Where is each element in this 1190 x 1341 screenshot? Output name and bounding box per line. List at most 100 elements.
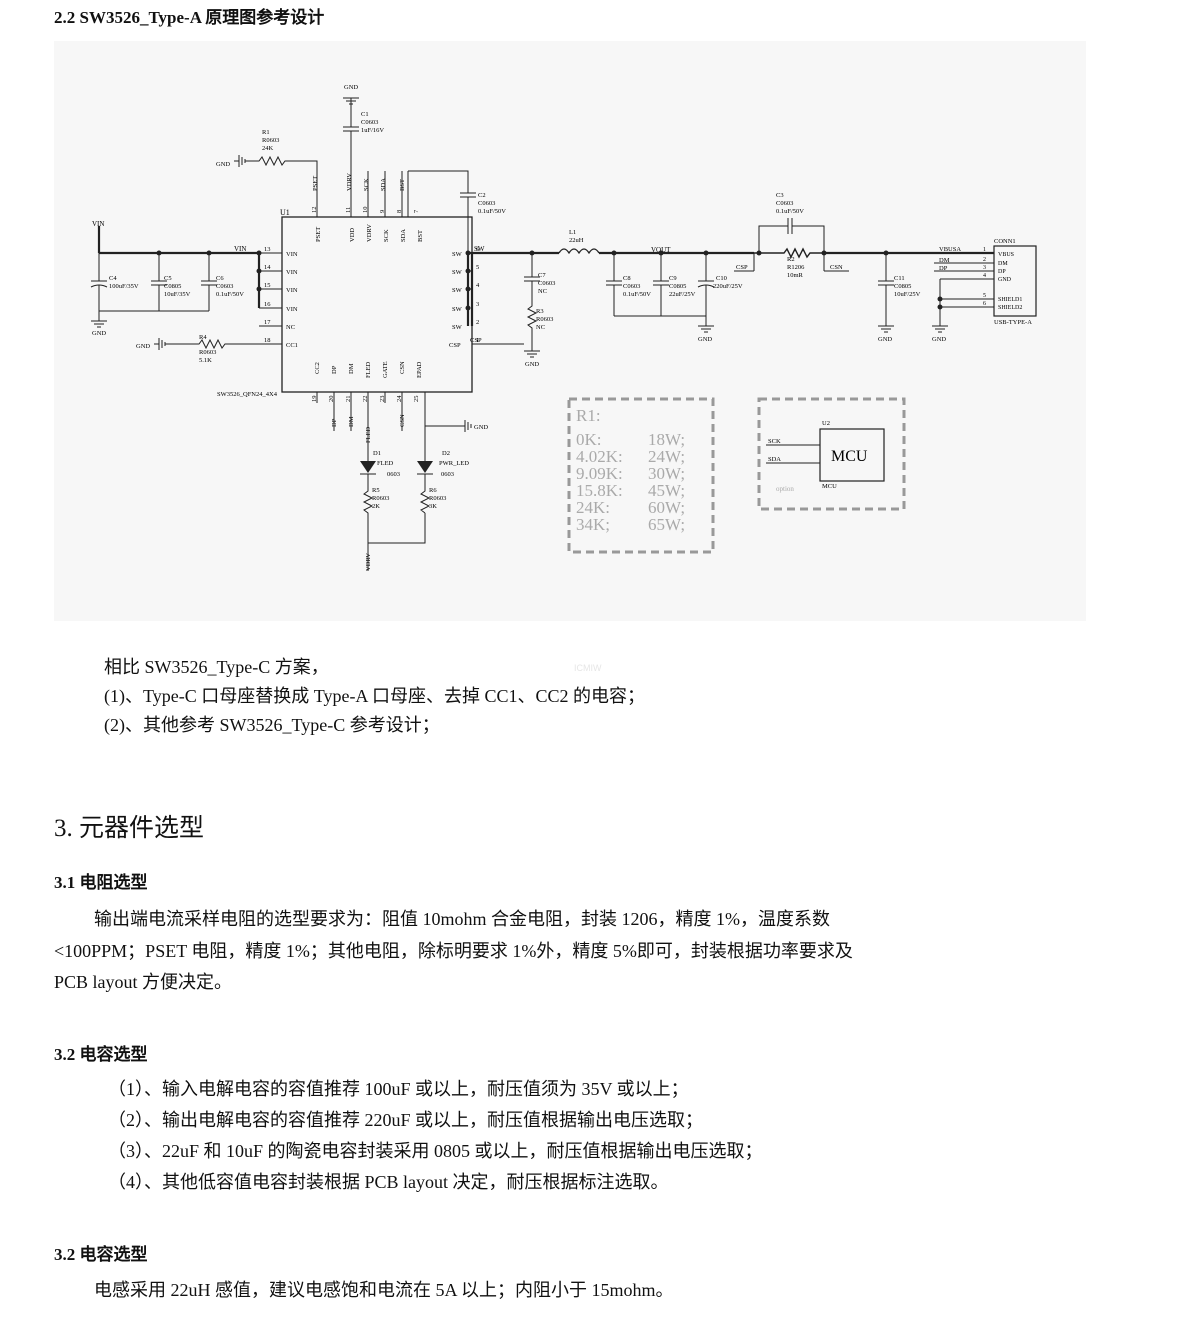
svg-text:30W;: 30W;: [648, 464, 685, 483]
svg-text:21: 21: [345, 396, 352, 403]
svg-text:C10: C10: [716, 275, 727, 282]
pin-num: 11: [345, 207, 352, 213]
svg-text:SW: SW: [474, 245, 485, 253]
pin-name: SCK: [383, 229, 390, 242]
svg-text:VDRV: VDRV: [365, 553, 372, 571]
svg-text:15: 15: [264, 282, 271, 289]
svg-text:16: 16: [264, 301, 271, 308]
svg-text:C0603: C0603: [478, 200, 495, 207]
svg-text:USB-TYPE-A: USB-TYPE-A: [994, 319, 1032, 326]
svg-text:2: 2: [476, 319, 479, 326]
svg-text:MCU: MCU: [822, 483, 837, 490]
svg-text:100uF/35V: 100uF/35V: [109, 283, 139, 290]
svg-text:6: 6: [476, 246, 480, 253]
svg-text:CSN: CSN: [399, 414, 406, 427]
svg-text:0.1uF/50V: 0.1uF/50V: [623, 291, 651, 298]
r1-table-title: R1:: [576, 406, 601, 425]
svg-text:3: 3: [983, 265, 986, 271]
svg-text:CC1: CC1: [286, 342, 298, 349]
svg-text:GND: GND: [344, 84, 358, 91]
svg-text:0K:: 0K:: [576, 430, 602, 449]
svg-text:5: 5: [476, 264, 479, 271]
svg-text:GATE: GATE: [382, 361, 389, 378]
svg-text:GND: GND: [998, 277, 1012, 283]
svg-text:R0603: R0603: [429, 495, 446, 502]
section-title-3-1: 3.1 电阻选型: [54, 873, 148, 892]
pin-name: VDRV: [366, 224, 373, 242]
svg-text:DM: DM: [348, 363, 355, 374]
net-label: PSET: [312, 176, 319, 191]
svg-text:C0603: C0603: [361, 119, 378, 126]
svg-text:C1: C1: [361, 111, 369, 118]
svg-text:R4: R4: [199, 334, 207, 341]
svg-text:DP: DP: [331, 365, 338, 374]
svg-text:0.1uF/50V: 0.1uF/50V: [776, 208, 804, 215]
svg-text:18: 18: [264, 337, 271, 344]
pin-num: 8: [396, 210, 403, 213]
svg-text:DP: DP: [939, 265, 948, 272]
net-label: SCK: [363, 178, 370, 191]
svg-text:24K:: 24K:: [576, 498, 610, 517]
svg-text:C5: C5: [164, 275, 172, 282]
svg-text:FLED: FLED: [365, 361, 372, 378]
svg-text:CSN: CSN: [830, 264, 843, 271]
svg-text:10uF/35V: 10uF/35V: [164, 291, 191, 298]
svg-text:C0603: C0603: [538, 280, 555, 287]
svg-text:GND: GND: [698, 336, 712, 343]
svg-text:R0603: R0603: [536, 316, 553, 323]
cap-item-2: （2）、输出电解电容的容值推荐 220uF 或以上，耐压值根据输出电压选取；: [108, 1110, 704, 1130]
svg-text:1: 1: [476, 337, 479, 344]
resistor-text-line-3: PCB layout 方便决定。: [54, 972, 233, 992]
resistor-text-line-1: 输出端电流采样电阻的选型要求为：阻值 10mohm 合金电阻，封装 1206，精…: [94, 909, 830, 929]
svg-text:3: 3: [476, 301, 479, 308]
svg-text:GND: GND: [136, 343, 150, 350]
svg-text:VOUT: VOUT: [651, 246, 671, 254]
r1-table-box: [567, 397, 715, 554]
svg-text:17: 17: [264, 319, 271, 326]
svg-text:22uF/25V: 22uF/25V: [669, 291, 696, 298]
svg-text:4: 4: [476, 282, 480, 289]
compare-item-2: (2)、其他参考 SW3526_Type-C 参考设计；: [104, 715, 440, 735]
cap-item-4: （4）、其他低容值电容封装根据 PCB layout 决定，耐压根据标注选取。: [108, 1172, 669, 1192]
svg-text:C6: C6: [216, 275, 224, 282]
net-label: VDRV: [346, 173, 353, 191]
svg-text:0603: 0603: [387, 471, 400, 478]
svg-text:VIN: VIN: [92, 220, 104, 228]
svg-text:SHIELD1: SHIELD1: [998, 297, 1022, 303]
svg-text:DM: DM: [939, 257, 950, 264]
svg-text:C9: C9: [669, 275, 677, 282]
pin-name: BST: [417, 230, 424, 242]
svg-text:18W;: 18W;: [648, 430, 685, 449]
svg-text:220uF/25V: 220uF/25V: [713, 283, 743, 290]
svg-text:CSP: CSP: [470, 337, 482, 344]
svg-text:L1: L1: [569, 229, 576, 236]
svg-text:C0603: C0603: [776, 200, 793, 207]
svg-text:D2: D2: [442, 450, 450, 457]
svg-text:19: 19: [311, 396, 318, 403]
pin-num: 7: [413, 209, 420, 213]
svg-text:SW: SW: [452, 269, 463, 276]
schematic-figure: U1 SW3526_QFN24_4X4 12 11 10 9 8 7 PSET …: [54, 41, 1086, 621]
svg-text:EPAD: EPAD: [416, 361, 423, 378]
svg-text:0.1uF/50V: 0.1uF/50V: [478, 208, 506, 215]
svg-text:34K;: 34K;: [576, 515, 610, 534]
svg-text:DM: DM: [998, 261, 1008, 267]
svg-text:C0805: C0805: [669, 283, 686, 290]
pin-num: 9: [379, 210, 386, 213]
svg-text:14: 14: [264, 264, 271, 271]
svg-text:10mR: 10mR: [787, 272, 804, 279]
svg-text:4.02K:: 4.02K:: [576, 447, 623, 466]
svg-text:GND: GND: [92, 330, 106, 337]
ic-body: [281, 216, 473, 393]
svg-text:CSP: CSP: [736, 264, 748, 271]
svg-text:R5: R5: [372, 487, 380, 494]
mcu-chip: [819, 428, 885, 482]
svg-text:CSN: CSN: [399, 361, 406, 374]
svg-text:FLED: FLED: [365, 426, 372, 443]
svg-text:23: 23: [379, 396, 386, 403]
svg-text:SW: SW: [452, 251, 463, 258]
svg-text:65W;: 65W;: [648, 515, 685, 534]
section-title-3: 3. 元器件选型: [54, 815, 205, 842]
ic-part: SW3526_QFN24_4X4: [217, 391, 278, 398]
svg-text:VBUSA: VBUSA: [939, 246, 961, 253]
